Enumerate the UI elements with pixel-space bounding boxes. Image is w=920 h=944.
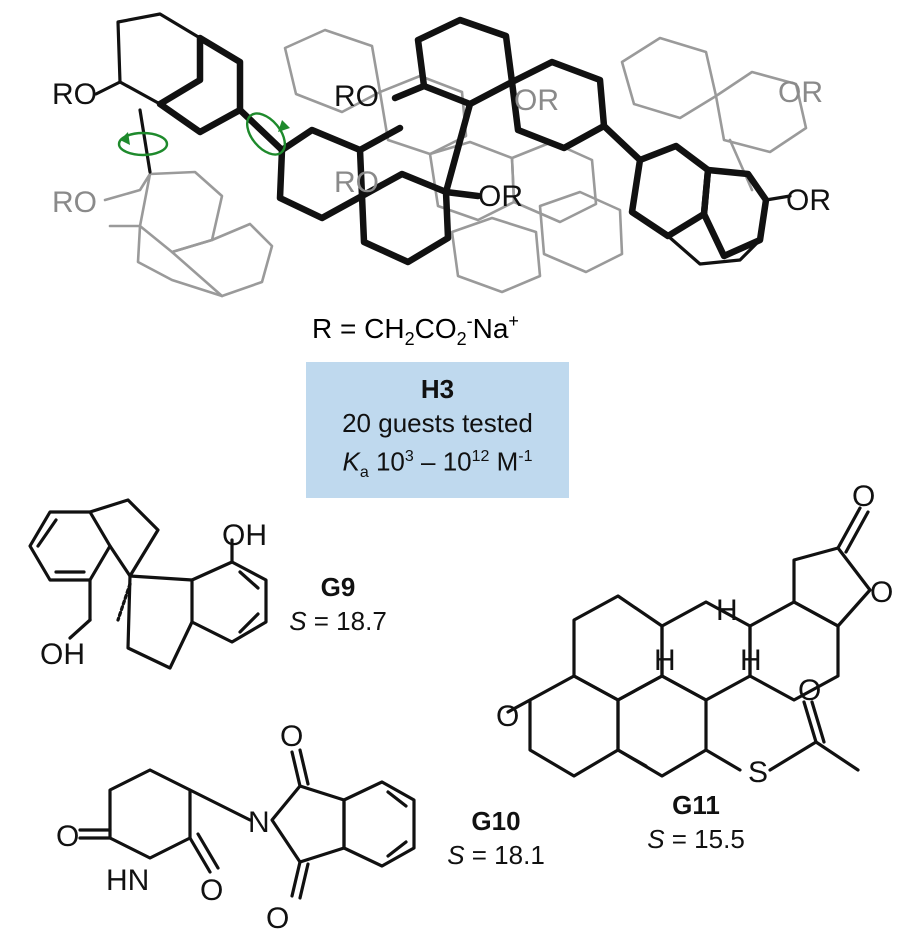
g10-n: N — [248, 806, 270, 839]
host-h3-box: H3 20 guests tested Ka 103 – 1012 M-1 — [306, 362, 569, 498]
ro-label-2: RO — [52, 186, 97, 219]
g11-s: S — [748, 756, 768, 789]
guest-g10-structure: O O O O HN N — [56, 720, 416, 935]
g9-oh-bottom: OH — [40, 638, 85, 671]
or-label-4: OR — [786, 184, 831, 217]
g10-o-left: O — [56, 820, 79, 853]
host-front-layer — [94, 12, 792, 266]
ro-label-4: RO — [334, 166, 379, 199]
ro-label-1: RO — [52, 78, 97, 111]
ro-label-3: RO — [334, 80, 379, 113]
ka-range: Ka 103 – 1012 M-1 — [342, 446, 533, 481]
g10-o-bottom: O — [200, 874, 223, 907]
g11-h-3: H — [740, 644, 762, 677]
or-label-1: OR — [514, 84, 559, 117]
g10-hn: HN — [106, 864, 149, 897]
g11-o-acyl: O — [798, 674, 821, 707]
g11-h-1: H — [716, 594, 738, 627]
g10-o-top: O — [280, 720, 303, 753]
caption-g9: G9 S = 18.7 — [289, 572, 387, 636]
guests-tested: 20 guests tested — [342, 408, 533, 438]
arrow-head-left — [120, 132, 130, 145]
g11-o-carbonyl: O — [852, 480, 875, 513]
guest-g9-structure: OH OH — [28, 498, 268, 671]
or-label-2: OR — [478, 180, 523, 213]
caption-g10: G10 S = 18.1 — [447, 806, 545, 870]
g9-oh-top: OH — [222, 519, 267, 552]
g11-o-ring: O — [870, 576, 893, 609]
caption-g11: G11 S = 15.5 — [647, 790, 745, 854]
g11-o-ketone: O — [496, 700, 519, 733]
r-definition: R = CH2CO2-Na+ — [312, 311, 519, 349]
rotation-arrow-left — [117, 131, 169, 157]
or-label-3: OR — [778, 76, 823, 109]
rotation-arrow-center — [246, 112, 286, 156]
g10-o-lower: O — [266, 902, 289, 935]
arrow-head-center — [278, 120, 290, 132]
host-name: H3 — [420, 374, 455, 404]
guest-g11-structure: O O O O S H H H — [496, 480, 893, 789]
host-labels: RO RO RO RO OR OR OR OR — [52, 76, 831, 219]
rotation-arrows — [117, 112, 290, 157]
g11-h-2: H — [654, 644, 676, 677]
